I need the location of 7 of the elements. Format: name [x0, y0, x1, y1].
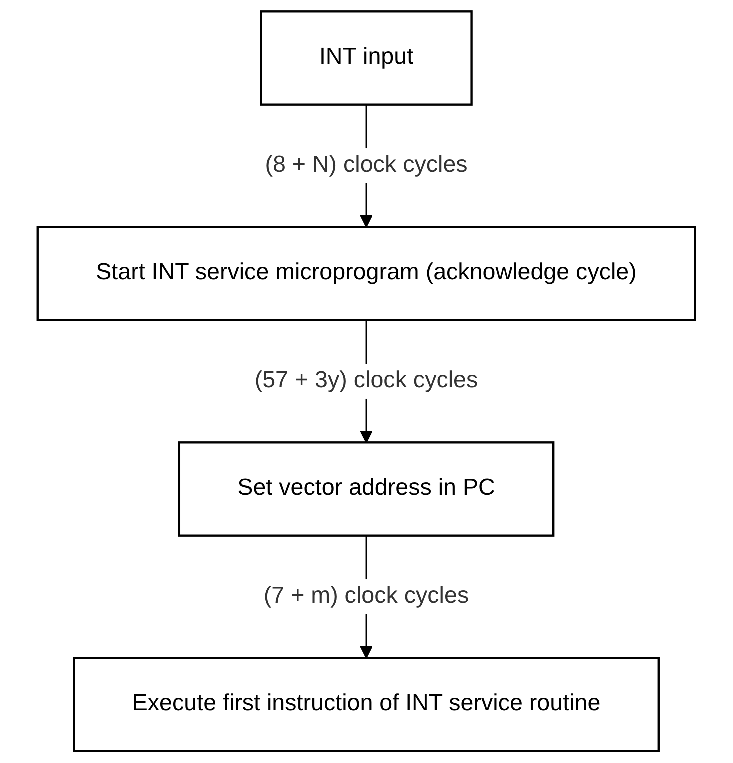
process-box: Execute first instruction of INT service routine: [73, 657, 660, 752]
process-box: Start INT service microprogram (acknowledge cycle): [36, 226, 696, 322]
edge-label: (8 + N) clock cycles: [265, 148, 468, 184]
process-box: INT input: [260, 10, 473, 106]
edge-label: (7 + m) clock cycles: [264, 580, 470, 614]
process-box: Set vector address in PC: [178, 442, 555, 537]
edge-label: (57 + 3y) clock cycles: [254, 364, 478, 399]
